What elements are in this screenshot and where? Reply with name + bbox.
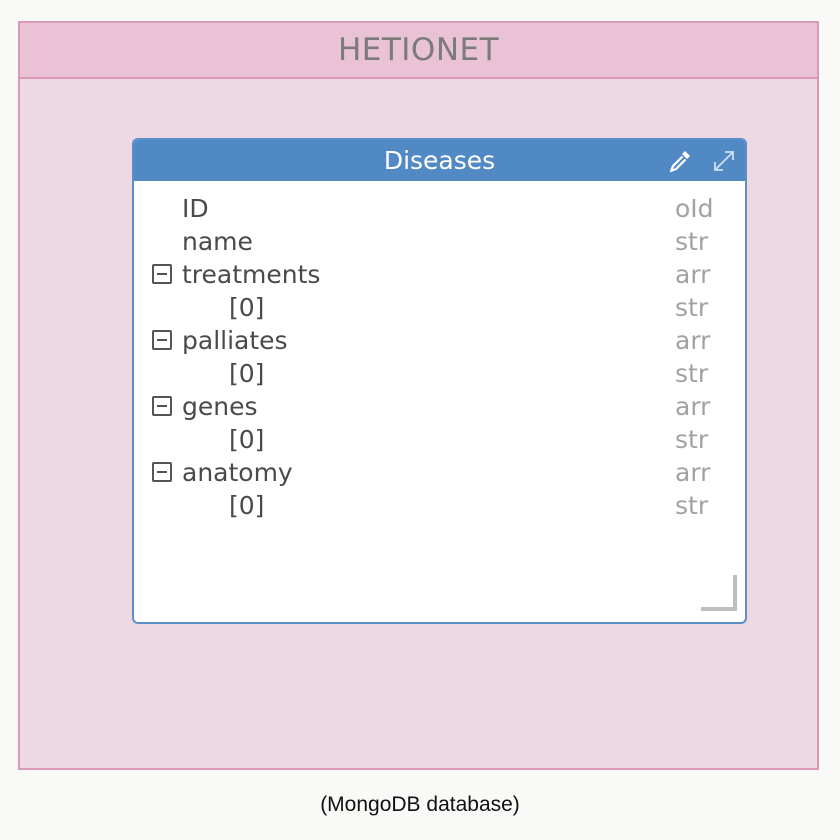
field-type: oId [675,194,714,223]
field-name: anatomy [182,458,293,487]
field-row-genes-item[interactable]: [0] str [134,423,745,456]
field-row-anatomy[interactable]: anatomy arr [134,456,745,489]
field-type: arr [675,392,711,421]
field-name: [0] [229,491,265,520]
resize-handle-icon[interactable] [701,575,738,612]
caption: (MongoDB database) [320,793,520,816]
field-name: [0] [229,293,265,322]
collapse-icon[interactable] [152,396,172,416]
field-type: arr [675,260,711,289]
field-name: [0] [229,359,265,388]
field-name: name [182,227,253,256]
database-container: HETIONET Diseases [18,21,819,770]
field-type: str [675,491,709,520]
field-type: arr [675,326,711,355]
collapse-icon[interactable] [152,330,172,350]
collapse-icon[interactable] [152,264,172,284]
field-name: palliates [182,326,288,355]
field-type: str [675,425,709,454]
field-name: ID [182,194,209,223]
field-name: [0] [229,425,265,454]
field-row-name[interactable]: name str [134,225,745,258]
field-type: arr [675,458,711,487]
database-header: HETIONET [20,23,817,79]
collection-header[interactable]: Diseases [134,140,745,181]
collection-title: Diseases [383,146,496,175]
field-row-genes[interactable]: genes arr [134,390,745,423]
field-row-palliates-item[interactable]: [0] str [134,357,745,390]
database-title: HETIONET [337,32,500,68]
collection-box[interactable]: Diseases ID oId [132,138,747,624]
field-row-treatments[interactable]: treatments arr [134,258,745,291]
field-type: str [675,359,709,388]
field-row-treatments-item[interactable]: [0] str [134,291,745,324]
field-type: str [675,227,709,256]
eyedropper-icon[interactable] [667,148,693,174]
field-row-id[interactable]: ID oId [134,192,745,225]
expand-icon[interactable] [711,148,737,174]
field-row-anatomy-item[interactable]: [0] str [134,489,745,522]
field-name: genes [182,392,258,421]
collapse-icon[interactable] [152,462,172,482]
field-type: str [675,293,709,322]
field-row-palliates[interactable]: palliates arr [134,324,745,357]
field-list: ID oId name str treatments arr [0] str p… [134,192,745,522]
field-name: treatments [182,260,321,289]
